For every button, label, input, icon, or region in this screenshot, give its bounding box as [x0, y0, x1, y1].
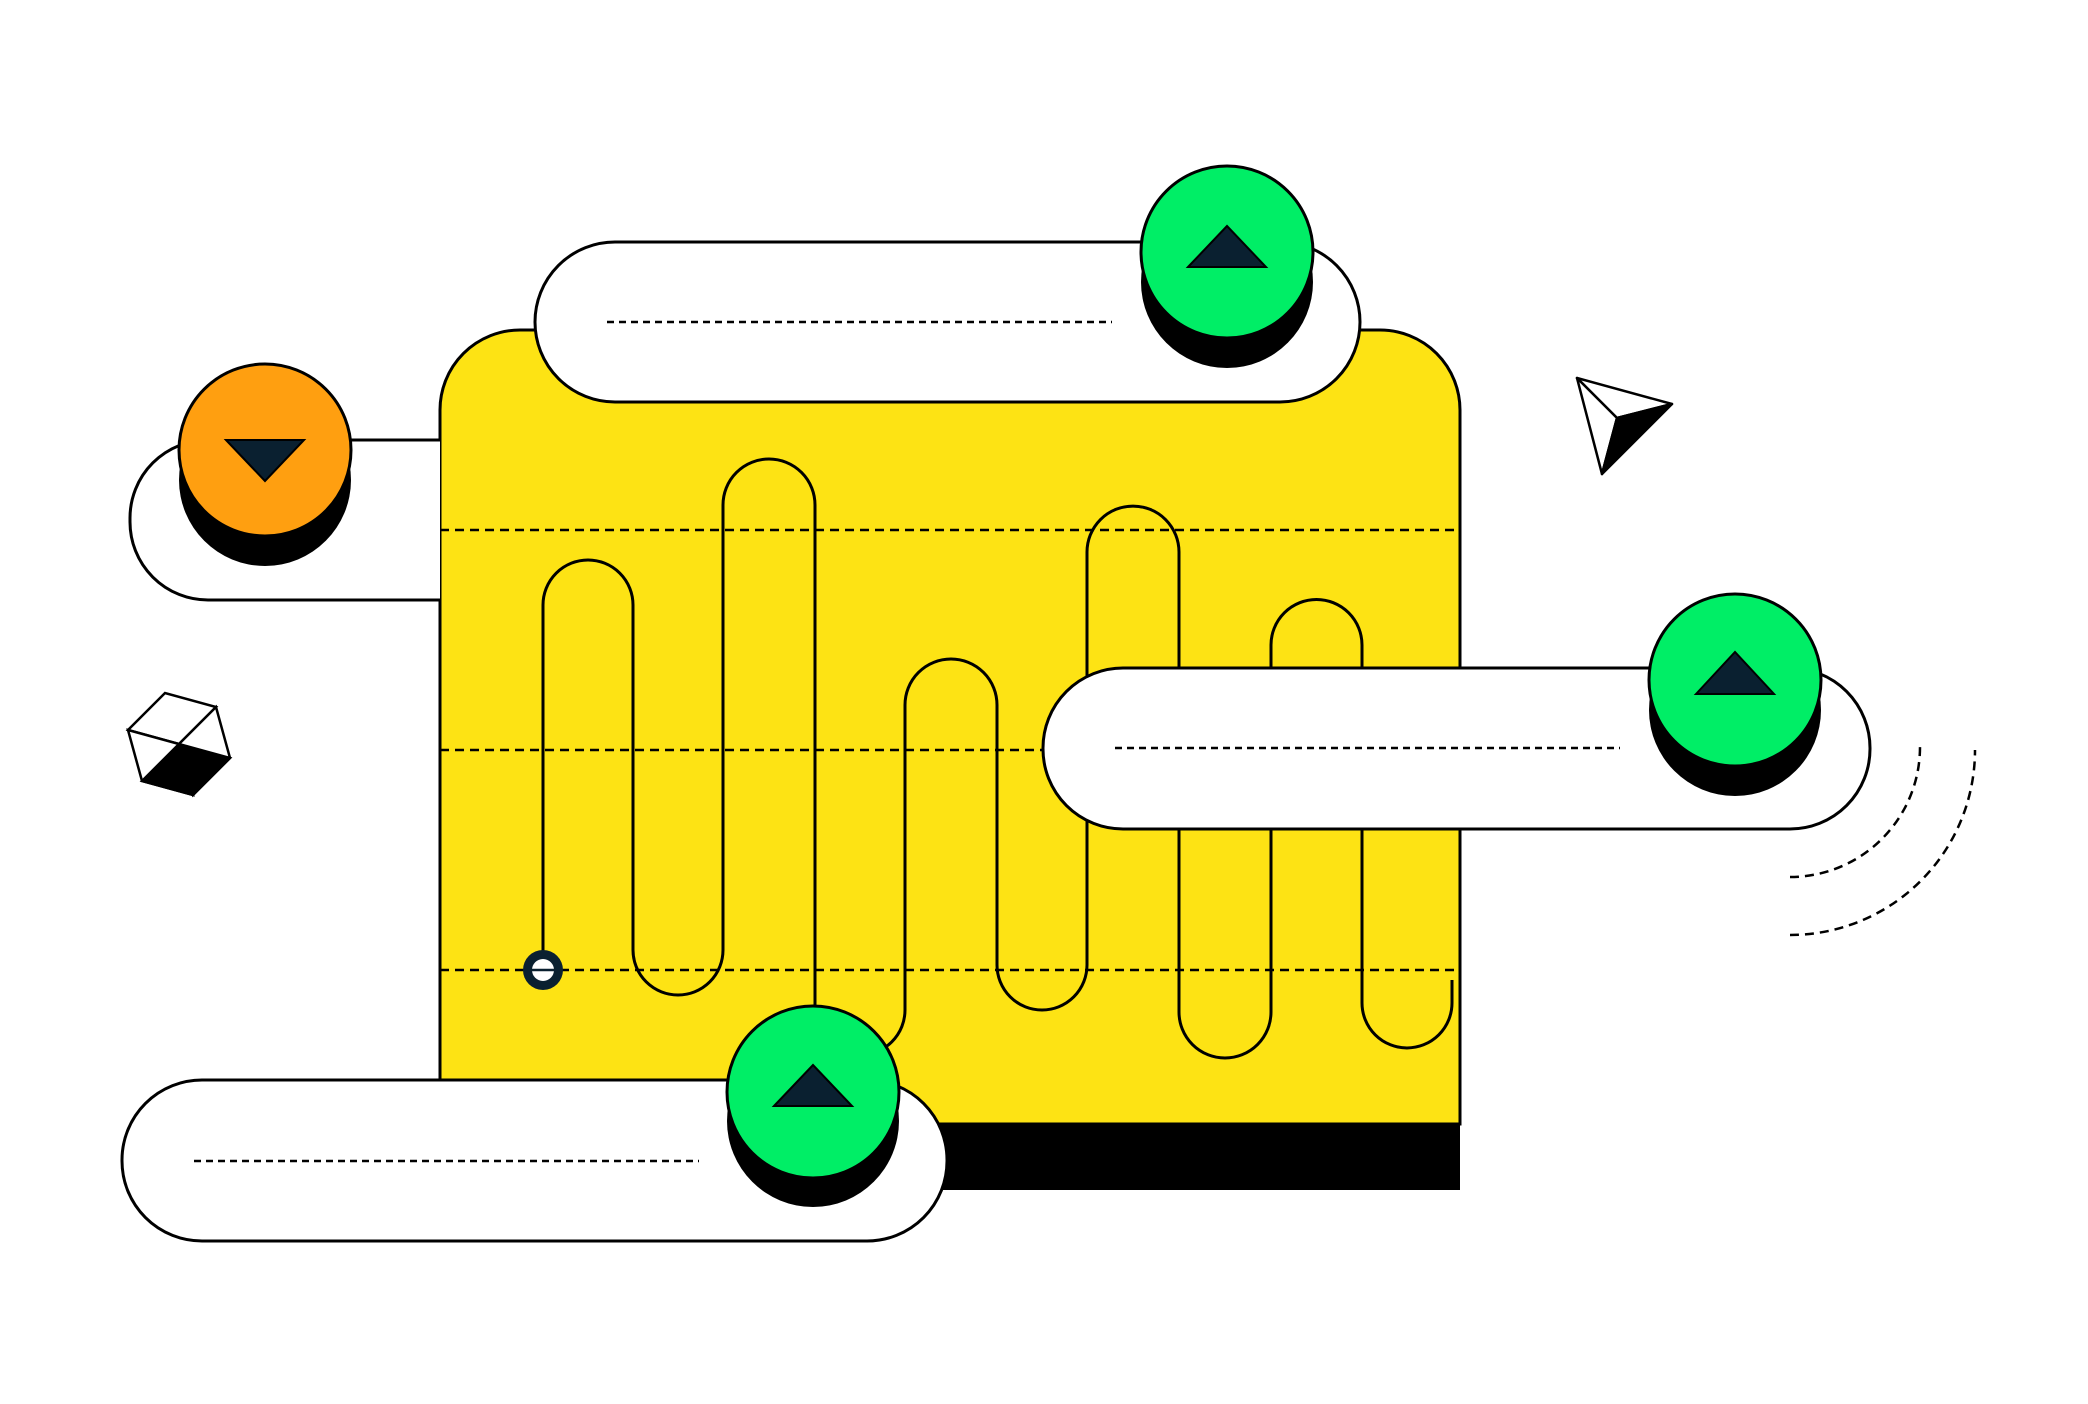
pill-left-down-button[interactable] [177, 362, 353, 566]
paper-plane-cursor-icon [1575, 376, 1674, 476]
pill-top-up-button[interactable] [1139, 164, 1315, 368]
yellow-panel [438, 328, 1462, 1126]
waveform-path [541, 457, 1454, 1060]
triangle-up-icon [1693, 650, 1777, 695]
pill-bottom[interactable] [120, 1004, 949, 1243]
triangle-up-icon [1185, 224, 1269, 268]
triangle-down-icon [223, 439, 307, 483]
pill-left[interactable] [128, 362, 440, 602]
pill-bottom-up-button[interactable] [725, 1004, 901, 1207]
pill-top[interactable] [533, 164, 1362, 404]
pill-right[interactable] [1041, 592, 1872, 831]
triangle-up-icon [771, 1063, 855, 1107]
slider-knob-icon[interactable] [523, 950, 563, 990]
cube-icon [125, 691, 233, 798]
pill-right-up-button[interactable] [1647, 592, 1823, 796]
